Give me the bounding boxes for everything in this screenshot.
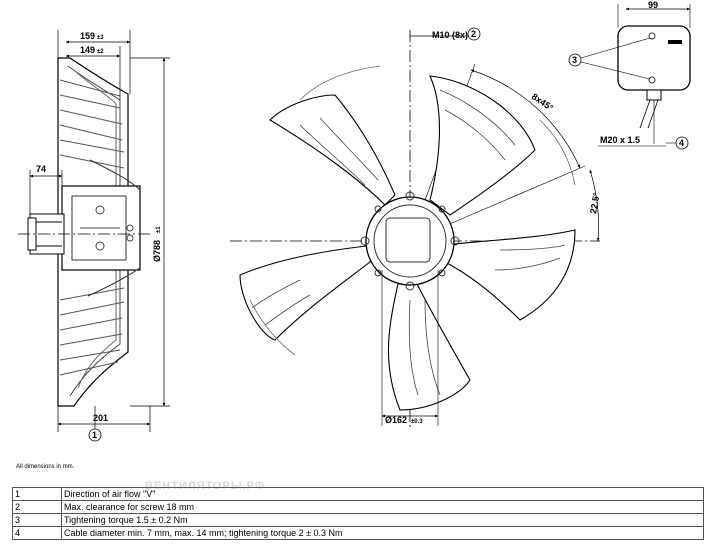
legend-row: 2 Max. clearance for screw 18 mm (12, 500, 704, 514)
legend-table: 1 Direction of air flow "V" 2 Max. clear… (12, 487, 704, 540)
gland-label: M20 x 1.5 (600, 135, 640, 145)
dim-diameter: Ø788 (152, 240, 162, 262)
side-view (18, 30, 170, 442)
blade-1 (429, 75, 536, 216)
dim-bottom-depth: 201 (93, 413, 108, 423)
dim-guard-tol: ±2 (97, 49, 104, 55)
legend-text: Direction of air flow "V" (61, 487, 704, 501)
terminal-width-label: 99 (648, 0, 658, 10)
technical-drawing: 159 ±3 149 ±2 74 Ø788 ±1 201 1 (18, 0, 691, 442)
legend-text: Tightening torque 1.5 ± 0.2 Nm (61, 513, 704, 527)
dim-overall-depth: 159 (80, 31, 95, 41)
side-guard-outline (57, 57, 129, 407)
legend-row: 4 Cable diameter min. 7 mm, max. 14 mm; … (12, 526, 704, 540)
screw-callout-number: 2 (471, 29, 476, 39)
torque-callout-number: 3 (572, 55, 577, 65)
front-view (230, 27, 600, 430)
angle-offset-label: 22.5° (588, 191, 602, 214)
legend-text: Cable diameter min. 7 mm, max. 14 mm; ti… (61, 526, 704, 540)
screw-label: M10 (8x) (432, 30, 468, 40)
blades (239, 75, 576, 411)
cable-gland (646, 89, 662, 101)
dimension-note: All dimensions in mm. (16, 464, 75, 470)
airflow-callout-number: 1 (92, 430, 97, 440)
blade-2 (444, 229, 576, 321)
center-diameter-label: Ø162 (385, 415, 407, 425)
legend-number: 3 (12, 513, 62, 527)
blade-5 (269, 94, 396, 206)
dim-diameter-tol: ±1 (156, 226, 162, 233)
dim-guard-depth: 149 (80, 45, 95, 55)
terminal-box (617, 25, 691, 91)
dim-overall-tol: ±3 (97, 35, 104, 41)
legend-number: 4 (12, 526, 62, 540)
dim-hub-offset: 74 (36, 164, 46, 174)
torque-callout-circle (568, 53, 582, 67)
angle-spacing-label: 8x45° (530, 91, 556, 113)
blade-4 (239, 244, 376, 341)
hub-label-plate (385, 217, 431, 263)
center-diameter-tol: ±0.3 (411, 419, 423, 425)
blade-3 (387, 274, 471, 411)
screw-callout-circle (467, 27, 481, 41)
legend-row: 1 Direction of air flow "V" (12, 487, 704, 501)
cable-callout-number: 4 (679, 138, 684, 148)
terminal-box-view (568, 4, 691, 150)
legend-text: Max. clearance for screw 18 mm (61, 500, 704, 514)
legend-number: 1 (12, 487, 62, 501)
legend-number: 2 (12, 500, 62, 514)
legend-row: 3 Tightening torque 1.5 ± 0.2 Nm (12, 513, 704, 527)
